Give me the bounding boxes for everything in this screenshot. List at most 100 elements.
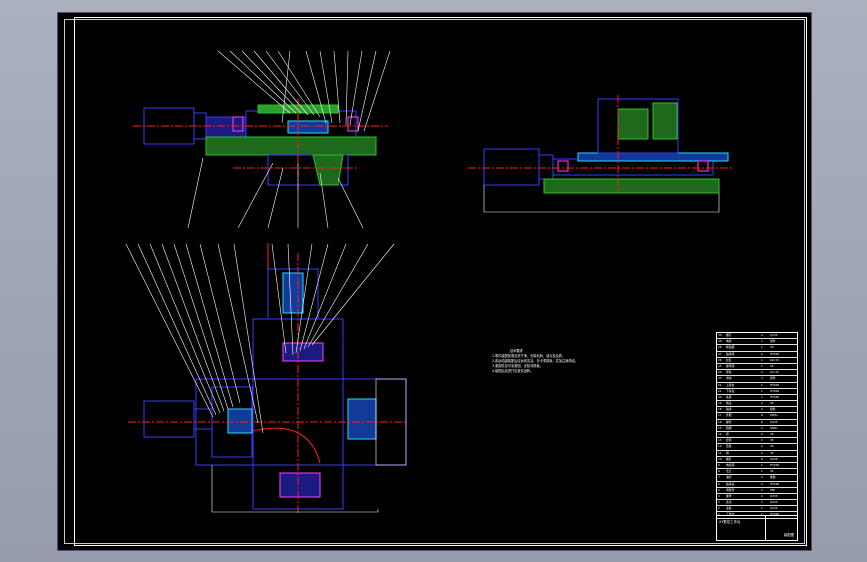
parts-list-cell-qty: 1	[761, 462, 763, 467]
parts-list-cell-no: 15	[718, 425, 722, 430]
parts-list-cell-no: 11	[718, 450, 722, 455]
parts-list-cell-name: 轴承座	[726, 351, 735, 356]
parts-list-cell-name: 销	[726, 450, 729, 455]
parts-list-cell-name: 挡圈	[726, 425, 732, 430]
parts-list-cell-mat: HT200	[770, 394, 780, 399]
parts-list-cell-no: 30	[718, 333, 722, 337]
parts-list-cell-no: 21	[718, 388, 722, 393]
parts-list-cell-mat: Q235	[770, 456, 778, 461]
parts-list-cell-no: 12	[718, 444, 722, 449]
parts-list-cell-mat: HT200	[770, 512, 780, 517]
parts-list-cell-name: 工作台	[726, 512, 735, 517]
parts-list-cell-name: 导轨	[726, 370, 732, 375]
parts-list-cell-no: 4	[718, 493, 720, 498]
parts-list-cell-name: 螺母	[726, 493, 732, 498]
parts-list-cell-qty: 1	[761, 394, 763, 399]
parts-list-cell-qty: 2	[761, 370, 763, 375]
front-section-view	[133, 99, 388, 193]
parts-list-cell-qty: 4	[761, 493, 763, 498]
parts-list-cell-qty: 4	[761, 333, 763, 337]
parts-list-row: 3 支架 1 Q235	[717, 500, 797, 507]
parts-list-cell-mat: 45	[770, 363, 774, 368]
parts-list-cell-name: 压板	[726, 444, 732, 449]
parts-list-cell-name: 螺母座	[726, 363, 735, 368]
parts-list-cell-no: 18	[718, 407, 722, 412]
parts-list-cell-mat: 35	[770, 450, 774, 455]
parts-list-cell-no: 10	[718, 456, 722, 461]
parts-list-cell-name: 底座	[726, 394, 732, 399]
parts-list-cell-mat: 08F	[770, 487, 776, 492]
sheet-border	[64, 19, 805, 544]
parts-list-cell-no: 16	[718, 419, 722, 424]
parts-list-cell-mat: 65Mn	[770, 425, 778, 430]
parts-list-cell-no: 5	[718, 487, 720, 492]
parts-list-cell-mat: 45	[770, 432, 774, 436]
note-line: 2.各运动副装配后应运动灵活，无卡滞现象。并加注润滑油。	[492, 359, 578, 363]
notes-title: 技术要求	[510, 349, 523, 353]
parts-list-cell-mat: Q235	[770, 419, 778, 424]
parts-list-cell-no: 9	[718, 462, 720, 467]
cad-drawing	[125, 50, 733, 513]
parts-list-cell-mat: Q235	[770, 493, 778, 498]
parts-list-cell-no: 3	[718, 500, 720, 505]
plan-view	[128, 243, 408, 513]
parts-list-cell-no: 26	[718, 357, 722, 362]
parts-list-cell-qty: 1	[761, 382, 763, 387]
parts-list-cell-name: 端盖	[726, 401, 732, 406]
parts-list-cell-mat: Q235	[770, 500, 778, 505]
parts-list-cell-mat: 45	[770, 345, 774, 350]
parts-list-cell-mat: 45	[770, 469, 774, 474]
parts-list-cell-qty: 8	[761, 419, 763, 424]
parts-list-cell-qty: 1	[761, 512, 763, 517]
plan-leader-lines	[125, 243, 395, 434]
parts-list-cell-no: 25	[718, 363, 722, 368]
parts-list-cell-qty: 1	[761, 357, 763, 362]
parts-list-cell-no: 8	[718, 469, 720, 474]
drawing-title: XY数控工作台	[719, 520, 741, 524]
parts-list-cell-no: 28	[718, 345, 722, 350]
parts-list-cell-name: 螺钉	[726, 333, 732, 337]
parts-list-cell-name: 调整垫	[726, 487, 735, 492]
note-line: 4.装配后应进行空载试运转。	[492, 369, 534, 373]
parts-list-cell-no: 1	[718, 512, 720, 517]
parts-list-cell-no: 2	[718, 506, 720, 511]
drawing-frame	[74, 17, 807, 546]
parts-list-cell-name: 丝杠	[726, 357, 732, 362]
parts-list-row: 16 螺栓 8 Q235	[717, 420, 797, 426]
drawing-viewport[interactable]: 技术要求 1.零件装配前需清洗干净，去除毛刺、油污及杂质。 2.各运动副装配后应…	[57, 12, 812, 551]
parts-list-cell-qty: 1	[761, 339, 763, 344]
parts-list-cell-name: 套筒	[726, 438, 732, 443]
parts-list-cell-name: 支架	[726, 500, 732, 505]
parts-list-cell-qty: 4	[761, 376, 763, 381]
parts-list-cell-qty: 2	[761, 432, 763, 436]
parts-list-cell-name: 螺栓	[726, 419, 732, 424]
parts-list-cell-no: 29	[718, 339, 722, 344]
parts-list-cell-name: 上滑台	[726, 382, 735, 387]
parts-list-cell-name: 轴承盖	[726, 481, 735, 486]
parts-list-cell-mat: 橡胶	[770, 475, 776, 480]
parts-list-cell-qty: 2	[761, 425, 763, 430]
parts-list-cell-mat: 65Mn	[770, 413, 778, 418]
parts-list-cell-name: 滑块	[726, 376, 732, 381]
side-view	[468, 95, 733, 213]
parts-list-cell-qty: 1	[761, 500, 763, 505]
parts-list-cell-no: 19	[718, 401, 722, 406]
parts-list-row: 1 工作台 1 HT200	[717, 512, 797, 519]
